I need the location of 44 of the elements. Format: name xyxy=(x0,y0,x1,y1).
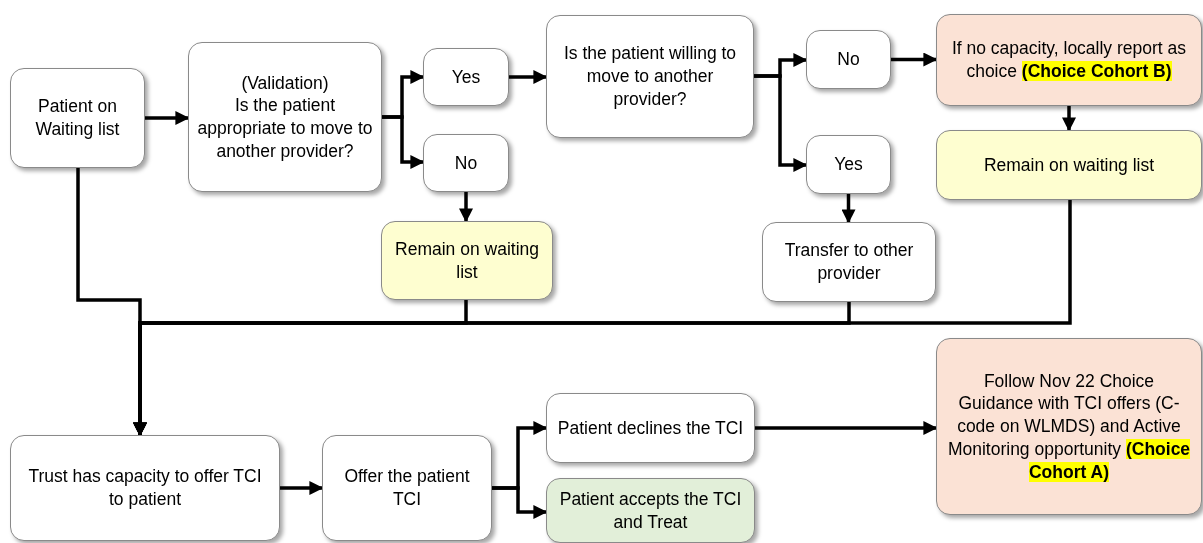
arrow xyxy=(509,70,548,84)
box-text: Yes xyxy=(834,153,863,176)
process-box xyxy=(10,68,145,168)
box-text: No xyxy=(837,48,860,71)
box-text: Is the patient willing to move to another provider? xyxy=(562,42,738,111)
arrow xyxy=(754,74,808,172)
arrow xyxy=(492,486,548,519)
arrow xyxy=(145,111,190,125)
box-text: Offer the patient TCI xyxy=(343,465,471,511)
process-box xyxy=(936,130,1202,200)
box-text: Remain on waiting list xyxy=(394,237,540,284)
box-text: Yes xyxy=(451,65,481,89)
arrow xyxy=(755,421,938,435)
process-box xyxy=(546,393,755,463)
box-text: Patient accepts the TCI and Treat xyxy=(558,487,743,534)
box-text: Patient declines the TCI xyxy=(557,416,744,440)
process-box xyxy=(10,435,280,541)
process-box xyxy=(546,15,754,138)
arrow xyxy=(1062,106,1076,132)
process-box xyxy=(381,221,553,300)
box-text: (Validation) xyxy=(241,71,329,95)
arrow xyxy=(280,481,324,495)
process-box xyxy=(936,338,1202,515)
arrow xyxy=(891,52,938,67)
box-text: Trust has capacity to offer TCI to patient xyxy=(27,465,263,511)
box-text: Patient on Waiting list xyxy=(34,95,121,141)
box-text: Is the patient appropriate to move to another provider? xyxy=(197,94,373,163)
process-box xyxy=(546,478,755,543)
box-text: If no capacity, locally report as choice (Choice Cohort B) xyxy=(950,37,1188,83)
process-box xyxy=(936,14,1202,106)
process-box xyxy=(806,30,891,89)
process-box xyxy=(188,42,382,192)
arrow xyxy=(459,192,473,223)
box-text: Follow Nov 22 Choice Guidance with TCI offers (C-code on WLMDS) and Active Monitoring opportunity (Choice Cohort A) xyxy=(946,369,1192,484)
arrow xyxy=(382,115,425,169)
arrow xyxy=(841,194,856,224)
process-box xyxy=(806,135,891,194)
box-text: Transfer to other provider xyxy=(783,239,915,285)
process-box xyxy=(423,48,509,106)
process-box xyxy=(762,222,936,302)
process-box xyxy=(322,435,492,541)
box-text: Remain on waiting list xyxy=(983,153,1155,177)
process-box xyxy=(423,134,509,192)
box-text: No xyxy=(454,151,478,175)
